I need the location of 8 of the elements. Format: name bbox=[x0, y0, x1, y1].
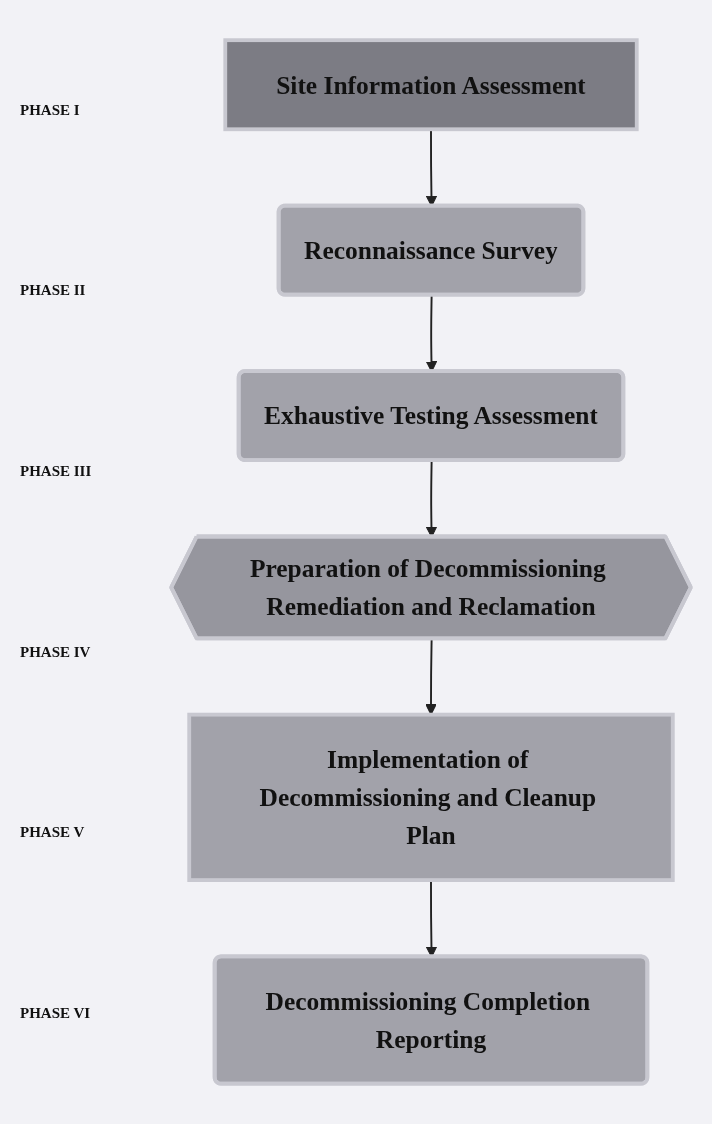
phase-label: PHASE II bbox=[20, 282, 87, 300]
phase-label: PHASE I bbox=[20, 101, 81, 119]
phase-label: PHASE V bbox=[20, 824, 86, 842]
phase-label: PHASE IV bbox=[20, 643, 92, 661]
node-box: Implementation of Decommissioning and Cleanup Plan bbox=[187, 712, 675, 883]
phase-label: PHASE III bbox=[20, 463, 93, 481]
phase-label: PHASE VI bbox=[20, 1005, 92, 1023]
node-box: Site Information Assessment bbox=[223, 38, 639, 132]
